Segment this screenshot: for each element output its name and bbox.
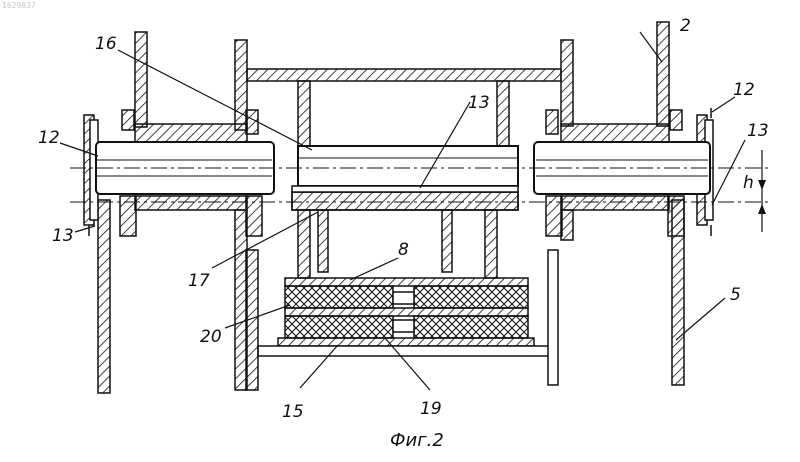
label-5: 5 — [730, 285, 741, 305]
plate-8 — [285, 278, 528, 286]
label-19: 19 — [420, 399, 442, 419]
figure-caption: Фиг.2 — [390, 430, 444, 451]
label-12-right: 12 — [733, 80, 755, 100]
top-crossbeam — [247, 69, 561, 81]
label-17: 17 — [188, 271, 210, 291]
label-13-right: 13 — [747, 121, 769, 141]
label-13-left: 13 — [52, 226, 74, 246]
element-19 — [285, 316, 528, 338]
label-13-top: 13 — [468, 93, 490, 113]
watermark-text: 1629837 — [2, 1, 36, 10]
beam-17 — [292, 186, 518, 210]
label-8: 8 — [398, 240, 409, 260]
dimension-h — [758, 150, 766, 232]
label-h: h — [743, 173, 754, 193]
label-16: 16 — [95, 34, 117, 54]
center-shaft — [298, 146, 518, 186]
leader-lines — [60, 32, 745, 390]
plate-mid — [285, 308, 528, 316]
element-20 — [285, 286, 528, 308]
label-20: 20 — [200, 327, 222, 347]
label-12-left: 12 — [38, 128, 60, 148]
label-15: 15 — [282, 402, 304, 422]
label-2: 2 — [680, 16, 691, 36]
